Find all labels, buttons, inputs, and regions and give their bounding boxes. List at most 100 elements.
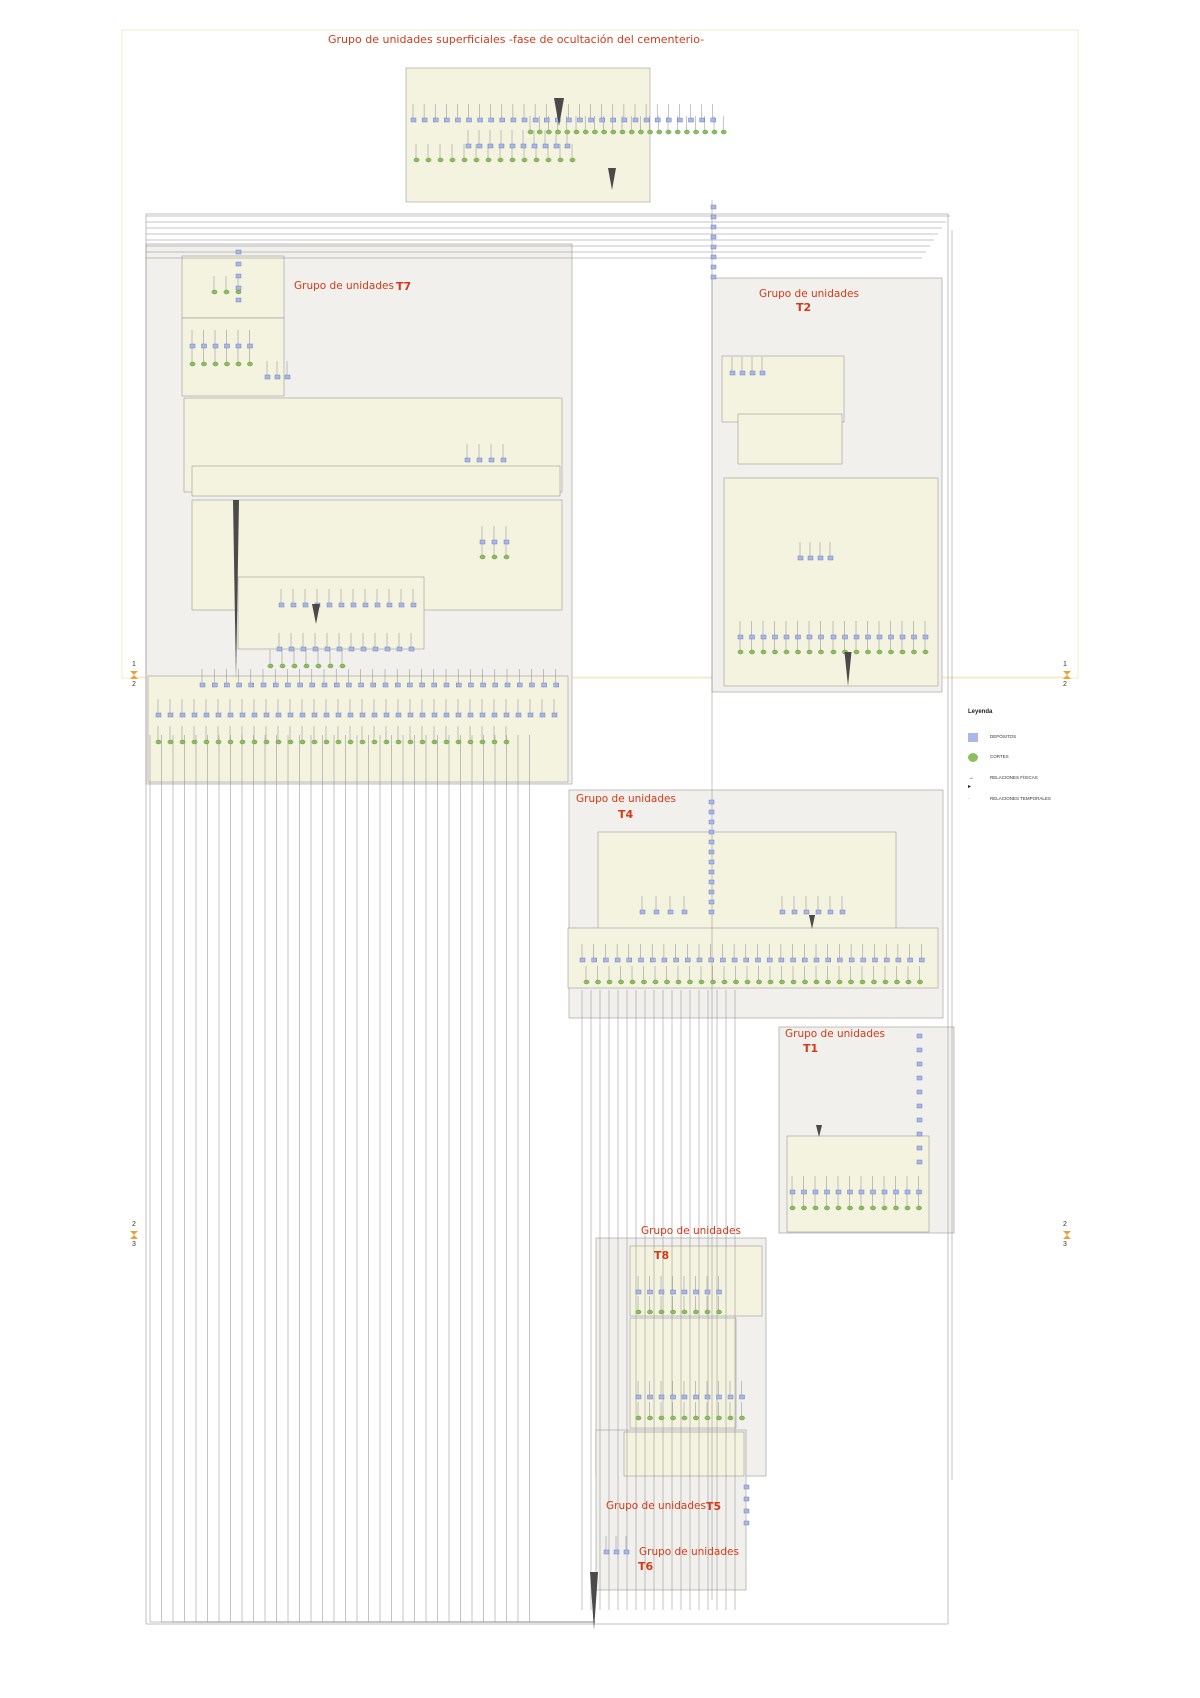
cut-node: [825, 979, 831, 985]
cut-node: [790, 979, 797, 985]
deposit-node: [710, 254, 717, 260]
deposit-node: [653, 909, 660, 915]
deposit-node: [398, 602, 405, 608]
cut-node: [859, 979, 866, 985]
deposit-node: [276, 646, 283, 652]
deposit-node: [515, 712, 522, 718]
deposit-node: [681, 1289, 688, 1295]
deposit-node: [916, 1033, 923, 1039]
deposit-node: [710, 224, 717, 230]
deposit-node: [302, 602, 309, 608]
cut-node: [189, 361, 196, 367]
cut-node: [806, 649, 813, 655]
deposit-node: [708, 829, 715, 835]
deposit-node: [465, 143, 472, 149]
subgroup-frame: [737, 413, 843, 465]
cut-node: [665, 129, 672, 135]
deposit-node: [431, 682, 437, 688]
cut-node: [739, 1415, 745, 1421]
deposit-node: [509, 143, 516, 149]
deposit-node: [916, 1159, 923, 1165]
cut-node: [546, 129, 552, 135]
deposit-node: [433, 117, 439, 123]
deposit-node: [783, 634, 790, 640]
deposit-node: [334, 682, 340, 688]
deposit-node: [408, 646, 415, 652]
deposit-node: [336, 646, 343, 652]
cut-node: [419, 739, 426, 745]
marker-top-label: 1: [132, 661, 136, 668]
cut-node: [227, 739, 234, 745]
deposit-node: [650, 957, 656, 963]
deposit-node: [647, 1394, 653, 1400]
deposit-node: [716, 1289, 722, 1295]
subgroup-frame: [147, 675, 569, 783]
group-title-t4: Grupo de unidades: [576, 793, 676, 805]
deposit-node: [865, 634, 871, 640]
deposit-node: [888, 634, 894, 640]
marker-bottom-label: 3: [132, 1241, 136, 1248]
deposit-node: [708, 869, 715, 875]
deposit-node: [382, 682, 389, 688]
cut-node: [711, 129, 718, 135]
deposit-node: [710, 274, 717, 280]
deposit-node: [623, 1549, 630, 1555]
deposit-node: [236, 682, 242, 688]
deposit-node: [359, 712, 366, 718]
cut-node: [744, 979, 751, 985]
convergence-arrow: [608, 168, 616, 190]
deposit-node: [893, 1189, 899, 1195]
cut-node: [606, 979, 613, 985]
deposit-node: [916, 1089, 923, 1095]
deposit-node: [847, 1189, 853, 1195]
cut-node: [545, 157, 552, 163]
deposit-node: [818, 634, 824, 640]
subgroup-frame: [567, 927, 939, 989]
cut-node: [824, 1205, 830, 1211]
deposit-node: [224, 343, 230, 349]
cut-node: [871, 979, 877, 985]
cut-node: [503, 739, 510, 745]
deposit-node: [824, 1189, 830, 1195]
cut-node: [693, 1309, 699, 1315]
cut-node: [911, 649, 917, 655]
deposit-node: [480, 682, 486, 688]
deposit-node: [922, 634, 929, 640]
group-code-t8: T8: [654, 1249, 670, 1262]
dot-line-icon: ·: [968, 796, 970, 802]
deposit-node: [499, 117, 505, 123]
cut-node: [721, 979, 728, 985]
deposit-node: [421, 117, 428, 123]
deposit-node: [326, 602, 333, 608]
deposit-node: [503, 539, 510, 545]
cut-node: [485, 157, 492, 163]
legend-item-relaciones-fisicas: → ▸ RELACIONES FÍSICAS: [968, 775, 1038, 790]
deposit-node: [802, 957, 808, 963]
deposit-node: [443, 682, 450, 688]
deposit-node: [532, 117, 539, 123]
subgroup-frame: [629, 1245, 763, 1317]
cut-node: [267, 663, 274, 669]
deposit-node: [278, 602, 285, 608]
deposit-node: [500, 457, 507, 463]
deposit-node: [362, 602, 369, 608]
deposit-node: [347, 712, 354, 718]
cut-node: [658, 1309, 665, 1315]
cut-node: [727, 1415, 734, 1421]
deposit-node: [815, 909, 822, 915]
cut-node: [835, 1205, 842, 1211]
group-title-t2: Grupo de unidades: [759, 288, 859, 300]
cut-node: [881, 1205, 888, 1211]
deposit-node: [350, 602, 357, 608]
deposit-node: [876, 634, 883, 640]
deposit-node: [760, 634, 767, 640]
deposit-node: [358, 682, 364, 688]
group-code-t5: T5: [706, 1500, 722, 1513]
cut-node: [455, 739, 462, 745]
deposit-node: [288, 646, 295, 652]
deposit-node: [720, 957, 726, 963]
cut-node: [449, 157, 456, 163]
cut-node: [203, 739, 210, 745]
cut-node: [299, 739, 306, 745]
